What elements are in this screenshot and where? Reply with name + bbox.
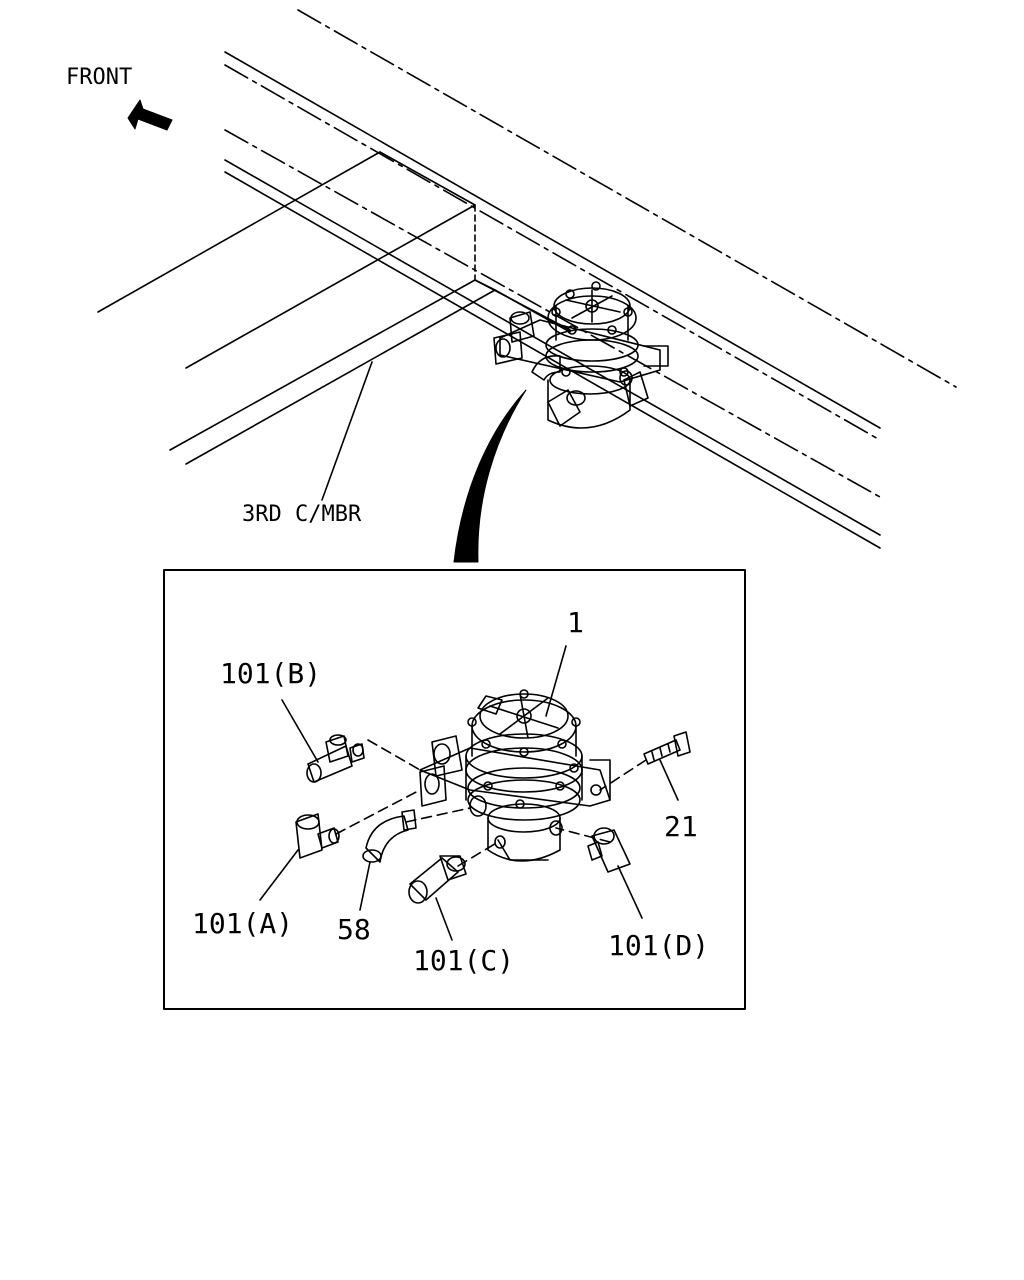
- member-label: 3RD C/MBR: [242, 502, 362, 527]
- callout-21: 21: [664, 810, 698, 843]
- fitting-101a: [295, 813, 340, 859]
- third-cross-member: [97, 151, 571, 465]
- callout-101d: 101(D): [608, 929, 709, 962]
- callout-1: 1: [567, 606, 584, 639]
- relay-valve-installed: [493, 281, 669, 429]
- callout-101a: 101(A): [192, 907, 293, 940]
- relay-valve-detail: [419, 689, 611, 862]
- callout-101c: 101(C): [413, 944, 514, 977]
- nipple-58: [362, 809, 417, 863]
- leader-3rd-cmbr: [321, 361, 373, 501]
- callout-101b: 101(B): [220, 657, 321, 690]
- detail-box: [163, 569, 746, 1010]
- assembly-lines: [335, 739, 647, 867]
- front-label: FRONT: [66, 65, 132, 90]
- callout-58: 58: [337, 913, 371, 946]
- callout-leaders: [259, 645, 679, 941]
- fitting-101c: [408, 855, 467, 904]
- detail-pointer-arrow: [453, 389, 527, 563]
- front-arrow-icon: [127, 99, 173, 131]
- bolt-21: [643, 731, 691, 765]
- fitting-101b: [306, 734, 365, 783]
- fitting-101d: [587, 827, 631, 873]
